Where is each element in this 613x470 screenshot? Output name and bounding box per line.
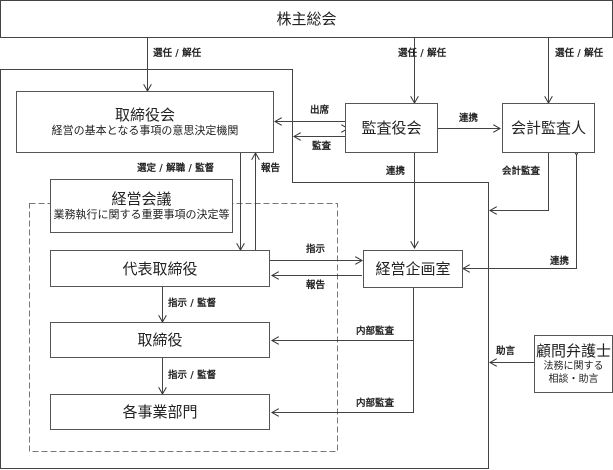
node-title: 顧問弁護士 — [535, 342, 611, 360]
node-subtitle: 業務執行に関する重要事項の決定等 — [53, 208, 230, 221]
node-title: 経営会議 — [111, 190, 172, 208]
node-title: 取締役 — [137, 331, 183, 349]
label-internal-audit-units: 内部監査 — [356, 398, 395, 409]
label-accounting-audit: 会計監査 — [502, 166, 541, 177]
node-subtitle: 経営の基本となる事項の意思決定機関 — [51, 124, 239, 137]
node-legal-advisor: 顧問弁護士 法務に関する 相談・助言 — [534, 335, 613, 393]
label-audit: 監査 — [312, 141, 332, 152]
edge-accounting-audit — [490, 153, 549, 211]
node-representative-director: 代表取締役 — [50, 250, 270, 287]
node-title: 会計監査人 — [510, 119, 586, 137]
label-advice: 助言 — [496, 346, 516, 357]
label-report-from-planning: 報告 — [306, 280, 326, 291]
node-accounting-auditor: 会計監査人 — [502, 103, 595, 153]
label-cooperate-auditors-planning: 連携 — [386, 166, 406, 177]
edge-internal-audit-units — [272, 340, 414, 413]
node-management-meeting: 経営会議 業務執行に関する重要事項の決定等 — [50, 179, 233, 233]
label-report-to-board: 報告 — [261, 163, 281, 174]
node-board-of-directors: 取締役会 経営の基本となる事項の意思決定機関 — [16, 91, 274, 153]
label-elect-board: 選任 / 解任 — [153, 48, 202, 59]
label-elect-accounting: 選任 / 解任 — [555, 48, 604, 59]
node-subtitle-line1: 法務に関する — [543, 361, 604, 372]
node-title: 各事業部門 — [122, 403, 198, 421]
node-planning-office: 経営企画室 — [363, 250, 463, 288]
node-business-units: 各事業部門 — [50, 394, 270, 430]
label-internal-audit-directors: 内部監査 — [356, 326, 395, 337]
node-title: 株主総会 — [276, 10, 337, 28]
label-cooperate-accounting-planning: 連携 — [550, 256, 570, 267]
label-instruct-supervise-directors: 指示 / 監督 — [168, 298, 217, 309]
node-directors: 取締役 — [50, 322, 270, 358]
edge-cooperate-accounting-planning — [463, 155, 577, 269]
label-select-dismiss-supervise: 選定 / 解職 / 監督 — [137, 163, 215, 174]
label-attend: 出席 — [310, 105, 330, 116]
label-instruct-planning: 指示 — [306, 244, 326, 255]
node-title: 経営企画室 — [375, 260, 451, 278]
label-elect-auditors: 選任 / 解任 — [398, 48, 447, 59]
label-cooperate-auditors-accounting: 連携 — [459, 113, 479, 124]
node-audit-board: 監査役会 — [345, 103, 438, 153]
node-shareholders-meeting: 株主総会 — [0, 0, 613, 38]
node-title: 代表取締役 — [122, 259, 198, 278]
node-title: 取締役会 — [114, 106, 175, 124]
node-title: 監査役会 — [361, 119, 422, 137]
node-subtitle-line2: 相談・助言 — [548, 374, 599, 385]
label-instruct-supervise-units: 指示 / 監督 — [168, 370, 217, 381]
